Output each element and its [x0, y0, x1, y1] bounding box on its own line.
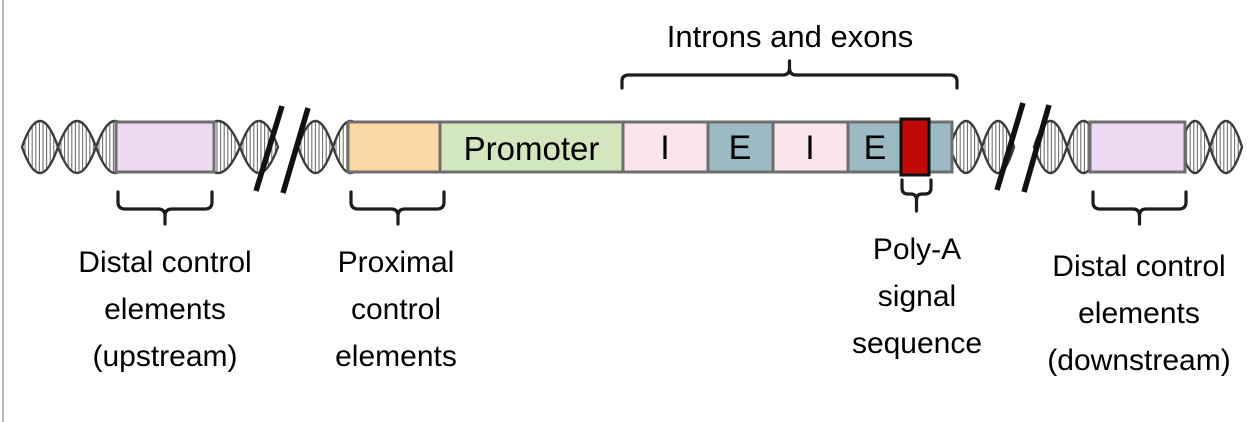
exon-2-label: E	[863, 129, 887, 167]
label-poly-a: Poly-A signal sequence	[792, 226, 1042, 367]
distal-downstream-bracket	[1091, 190, 1188, 226]
label-line: (upstream)	[92, 340, 238, 373]
dna-break-slashes	[253, 102, 1052, 194]
label-line: Distal control	[78, 246, 252, 279]
gene-boxes	[114, 117, 1187, 177]
dna-break-slash	[1021, 104, 1052, 193]
label-proximal-control: Proximal control elements	[271, 239, 521, 380]
label-line: elements	[104, 293, 226, 326]
exon-1-label: E	[728, 129, 752, 167]
dna-break-slash	[280, 107, 311, 194]
distal-upstream-bracket	[116, 190, 214, 226]
left-edge-divider	[2, 0, 4, 422]
promoter-label: Promoter	[463, 130, 600, 167]
proximal-control-box	[346, 120, 442, 174]
dna-helix	[20, 119, 1244, 175]
intron-2-label: I	[805, 129, 815, 167]
promoter-box	[438, 120, 625, 174]
label-line: Poly-A	[872, 233, 962, 266]
brackets	[116, 59, 1188, 226]
label-line: elements	[1078, 297, 1200, 330]
label-line: Distal control	[1052, 250, 1226, 283]
distal-downstream-box	[1088, 120, 1187, 174]
label-line: (downstream)	[1047, 344, 1231, 377]
introns-exons-heading: Introns and exons	[666, 19, 914, 54]
label-line: Proximal	[337, 246, 455, 279]
label-line: elements	[335, 340, 457, 373]
label-distal-downstream: Distal control elements (downstream)	[1014, 243, 1250, 384]
distal-upstream-box	[114, 120, 216, 174]
proximal-bracket	[349, 190, 446, 226]
poly-a-signal-box	[899, 117, 931, 177]
dna-break-slash	[253, 105, 285, 192]
label-line: control	[350, 293, 442, 326]
label-distal-upstream: Distal control elements (upstream)	[40, 239, 290, 380]
intron-1-label: I	[660, 129, 670, 167]
poly-a-bracket	[900, 178, 933, 213]
label-line: signal	[877, 280, 957, 313]
dna-break-slash	[994, 102, 1026, 191]
introns-exons-bracket	[620, 59, 959, 90]
label-line: sequence	[851, 327, 983, 360]
